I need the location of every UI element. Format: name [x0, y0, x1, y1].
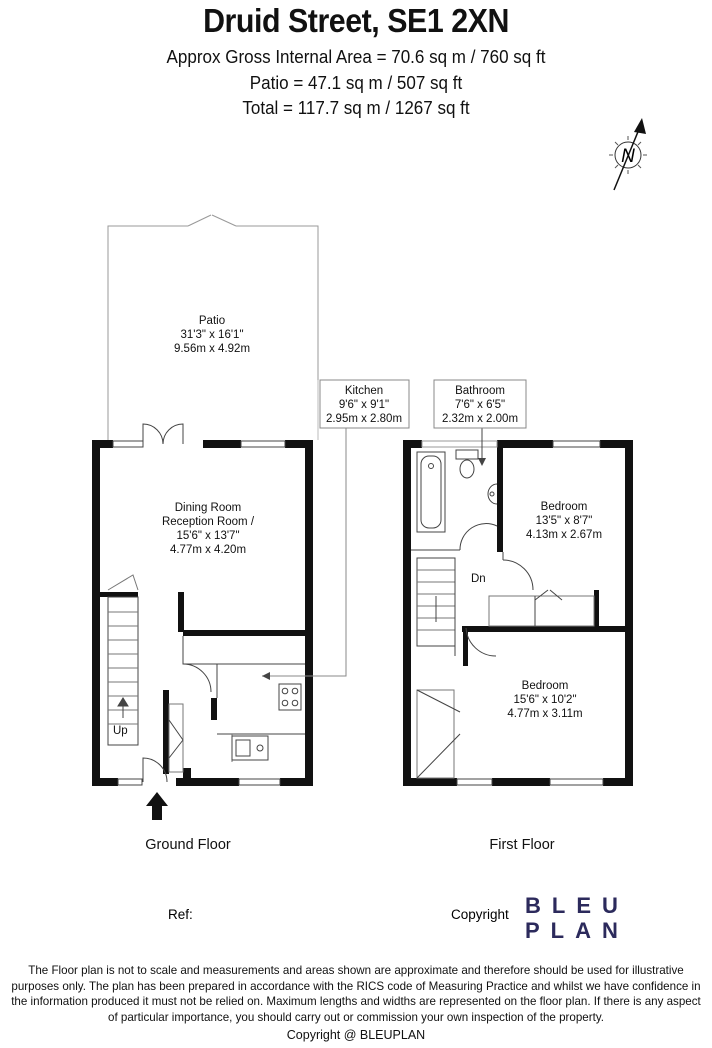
north-arrow-icon: N — [609, 118, 647, 191]
svg-text:7'6" x 6'5": 7'6" x 6'5" — [455, 399, 505, 411]
svg-text:9'6" x 9'1": 9'6" x 9'1" — [339, 399, 389, 411]
compass-letter: N — [621, 146, 635, 167]
bleuplan-logo: BLEU PLAN — [525, 893, 629, 943]
svg-text:Bedroom: Bedroom — [541, 501, 588, 513]
first-floor-walls — [403, 440, 633, 786]
disclaimer-line: The Floor plan is not to scale and measu… — [28, 964, 684, 977]
entrance-arrow-icon — [146, 792, 168, 820]
total-area-line: Total = 117.7 sq m / 1267 sq ft — [242, 97, 470, 118]
svg-text:2.32m x 2.00m: 2.32m x 2.00m — [442, 413, 518, 425]
patio-area-line: Patio = 47.1 sq m / 507 sq ft — [249, 72, 463, 93]
svg-text:PLAN: PLAN — [525, 918, 629, 943]
first-floor-caption: First Floor — [489, 837, 554, 853]
stair-down-label: Dn — [471, 573, 486, 585]
first-floor-fixtures — [411, 428, 604, 786]
label-bathroom: Bathroom 7'6" x 6'5" 2.32m x 2.00m — [433, 379, 527, 429]
label-patio: Patio 31'3" x 16'1" 9.56m x 4.92m — [174, 315, 250, 355]
area-line: Approx Gross Internal Area = 70.6 sq m /… — [166, 46, 546, 67]
svg-text:31'3" x 16'1": 31'3" x 16'1" — [180, 329, 243, 341]
svg-text:9.56m x 4.92m: 9.56m x 4.92m — [174, 343, 250, 355]
svg-text:Bathroom: Bathroom — [455, 385, 505, 397]
svg-text:15'6" x 10'2": 15'6" x 10'2" — [513, 694, 576, 706]
svg-text:4.13m x 2.67m: 4.13m x 2.67m — [526, 529, 602, 541]
disclaimer-line: the information produced it must not be … — [11, 995, 701, 1009]
svg-text:Bedroom: Bedroom — [522, 680, 569, 692]
svg-text:2.95m x 2.80m: 2.95m x 2.80m — [326, 413, 402, 425]
ground-floor-fixtures — [107, 423, 347, 786]
ref-label: Ref: — [168, 907, 193, 922]
svg-text:Patio: Patio — [199, 315, 225, 327]
svg-text:4.77m x 4.20m: 4.77m x 4.20m — [170, 544, 246, 556]
svg-text:13'5" x 8'7": 13'5" x 8'7" — [536, 515, 593, 527]
label-bedroom-1: Bedroom 13'5" x 8'7" 4.13m x 2.67m — [526, 501, 602, 541]
copyright-label: Copyright — [451, 907, 509, 922]
label-dining-room: Dining Room Reception Room / 15'6" x 13'… — [162, 502, 255, 556]
patio-outline — [107, 214, 319, 440]
footer-copyright: Copyright @ BLEUPLAN — [286, 1028, 426, 1042]
stair-up-label: Up — [113, 725, 128, 737]
svg-text:4.77m x 3.11m: 4.77m x 3.11m — [507, 708, 582, 720]
svg-text:15'6" x 13'7": 15'6" x 13'7" — [176, 530, 239, 542]
page-title: Druid Street, SE1 2XN — [203, 2, 509, 39]
label-kitchen: Kitchen 9'6" x 9'1" 2.95m x 2.80m — [319, 379, 410, 429]
svg-text:Dining Room: Dining Room — [175, 502, 241, 514]
disclaimer-line: of particular importance, you should car… — [108, 1010, 604, 1024]
svg-text:Reception Room /: Reception Room / — [162, 516, 255, 528]
disclaimer: The Floor plan is not to scale and measu… — [4, 963, 708, 1025]
svg-text:Kitchen: Kitchen — [345, 385, 383, 397]
svg-text:BLEU: BLEU — [525, 893, 629, 918]
ground-floor-caption: Ground Floor — [145, 837, 231, 853]
label-bedroom-2: Bedroom 15'6" x 10'2" 4.77m x 3.11m — [507, 680, 582, 720]
ground-floor-walls — [92, 440, 313, 786]
disclaimer-line: purposes only. The plan has been prepare… — [11, 979, 701, 993]
